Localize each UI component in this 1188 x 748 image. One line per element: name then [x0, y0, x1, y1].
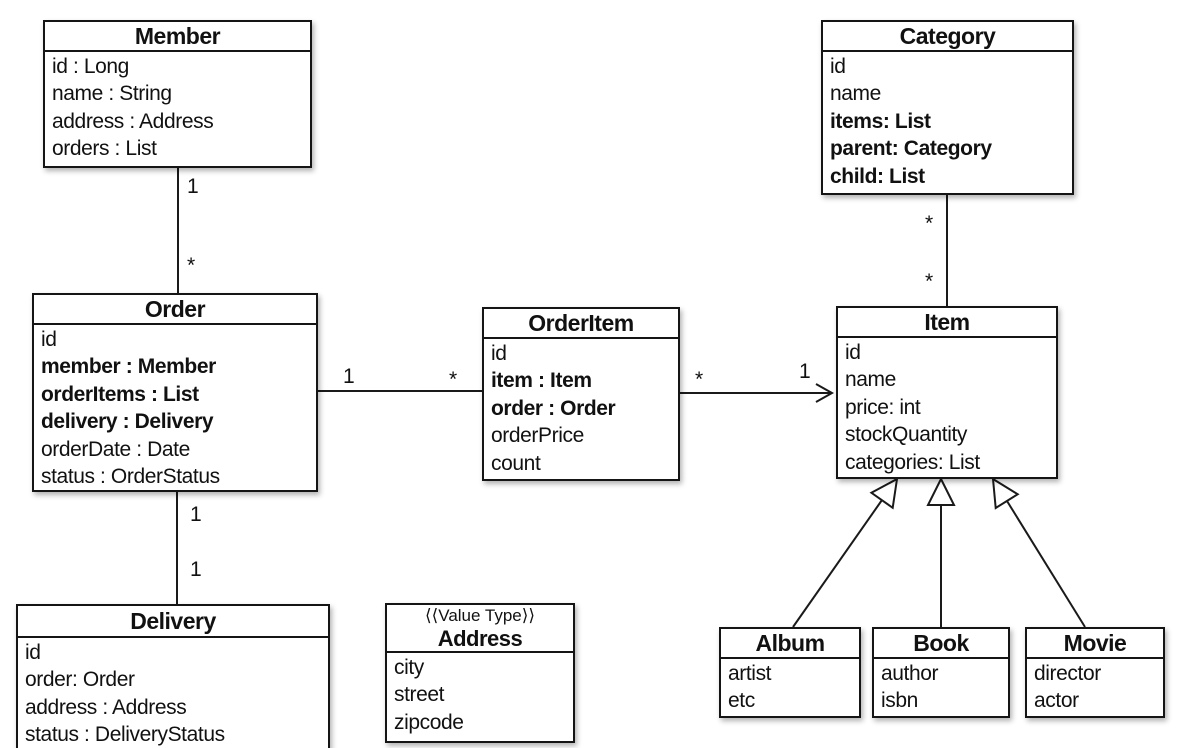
class-attribute: item : Item	[491, 369, 592, 393]
class-attribute: id	[845, 341, 861, 364]
class-attribute: name	[830, 82, 881, 106]
class-title: Album	[721, 629, 859, 659]
class-box-member: Member id : Long name : String address :…	[43, 20, 312, 168]
class-header: ⟨⟨Value Type⟩⟩ Address	[387, 605, 573, 653]
class-attribute: stockQuantity	[845, 423, 968, 447]
class-attribute: orderDate : Date	[41, 437, 190, 461]
class-box-book: Book author isbn	[872, 627, 1010, 718]
class-attribute: id	[41, 328, 57, 351]
class-attribute: order: Order	[25, 668, 135, 692]
attribute-list: id order: Order address : Address status…	[18, 638, 328, 748]
class-attribute: orderItems : List	[41, 382, 199, 406]
attribute-list: city street zipcode	[387, 653, 573, 736]
class-attribute: name : String	[52, 82, 172, 106]
class-attribute: author	[881, 662, 939, 685]
class-attribute: artist	[728, 662, 772, 685]
class-attribute: orderPrice	[491, 424, 584, 448]
class-attribute: street	[394, 683, 445, 707]
attribute-list: id name price: int stockQuantity categor…	[838, 338, 1056, 476]
class-attribute: isbn	[881, 689, 918, 713]
class-title: Item	[838, 308, 1056, 338]
class-title: OrderItem	[484, 309, 678, 339]
class-attribute: address : Address	[25, 695, 187, 719]
open-arrowhead-icon	[815, 383, 835, 403]
attribute-list: id member : Member orderItems : List del…	[34, 325, 316, 490]
attribute-list: id : Long name : String address : Addres…	[45, 52, 310, 163]
multiplicity-orderitem-item-target: 1	[799, 360, 811, 383]
class-box-delivery: Delivery id order: Order address : Addre…	[16, 604, 330, 748]
stereotype-label: ⟨⟨Value Type⟩⟩	[424, 606, 536, 625]
class-attribute: delivery : Delivery	[41, 410, 214, 434]
multiplicity-member-order-source: 1	[187, 175, 199, 198]
class-attribute: id	[25, 641, 41, 664]
class-box-address: ⟨⟨Value Type⟩⟩ Address city street zipco…	[385, 603, 575, 743]
class-title: Movie	[1027, 629, 1163, 659]
class-attribute: id	[491, 342, 507, 365]
multiplicity-order-orderitem-target: *	[449, 368, 458, 391]
class-title: Address	[437, 626, 523, 651]
class-title: Book	[874, 629, 1008, 659]
class-attribute: etc	[728, 689, 755, 713]
class-attribute: zipcode	[394, 710, 464, 734]
class-box-album: Album artist etc	[719, 627, 861, 718]
attribute-list: director actor	[1027, 659, 1163, 715]
multiplicity-category-item-source: *	[925, 212, 934, 235]
generalization-triangle-icon	[991, 477, 1020, 510]
class-attribute: id : Long	[52, 55, 129, 78]
multiplicity-member-order-target: *	[187, 254, 196, 277]
class-attribute: child: List	[830, 164, 925, 188]
class-attribute: director	[1034, 662, 1101, 685]
multiplicity-order-orderitem-source: 1	[343, 365, 355, 388]
class-attribute: order : Order	[491, 396, 616, 420]
multiplicity-order-delivery-source: 1	[190, 503, 202, 526]
class-title: Member	[45, 22, 310, 52]
multiplicity-category-item-target: *	[925, 270, 934, 293]
class-box-item: Item id name price: int stockQuantity ca…	[836, 306, 1058, 479]
class-attribute: status : DeliveryStatus	[25, 723, 225, 747]
class-box-category: Category id name items: List parent: Cat…	[821, 20, 1074, 195]
class-title: Delivery	[18, 606, 328, 638]
class-box-movie: Movie director actor	[1025, 627, 1165, 718]
class-attribute: parent: Category	[830, 137, 992, 161]
class-attribute: id	[830, 55, 846, 78]
class-attribute: items: List	[830, 109, 931, 133]
class-attribute: member : Member	[41, 355, 216, 379]
class-attribute: actor	[1034, 689, 1079, 713]
class-attribute: name	[845, 368, 896, 392]
class-box-order: Order id member : Member orderItems : Li…	[32, 293, 318, 492]
generalization-triangle-icon	[869, 477, 899, 510]
attribute-list: id item : Item order : Order orderPrice …	[484, 339, 678, 477]
class-attribute: address : Address	[52, 109, 214, 133]
attribute-list: author isbn	[874, 659, 1008, 715]
attribute-list: artist etc	[721, 659, 859, 715]
class-attribute: categories: List	[845, 450, 980, 474]
class-attribute: city	[394, 656, 424, 679]
class-title: Order	[34, 295, 316, 325]
multiplicity-order-delivery-target: 1	[190, 558, 202, 581]
class-attribute: status : OrderStatus	[41, 465, 220, 489]
attribute-list: id name items: List parent: Category chi…	[823, 52, 1072, 190]
inheritance-line-album-item	[792, 499, 883, 628]
class-attribute: orders : List	[52, 137, 157, 161]
multiplicity-orderitem-item-source: *	[695, 368, 704, 391]
inheritance-line-movie-item	[1006, 500, 1086, 628]
class-attribute: count	[491, 451, 541, 475]
class-attribute: price: int	[845, 395, 921, 419]
class-title: Category	[823, 22, 1072, 52]
class-box-orderitem: OrderItem id item : Item order : Order o…	[482, 307, 680, 481]
generalization-triangle-icon	[926, 476, 956, 506]
